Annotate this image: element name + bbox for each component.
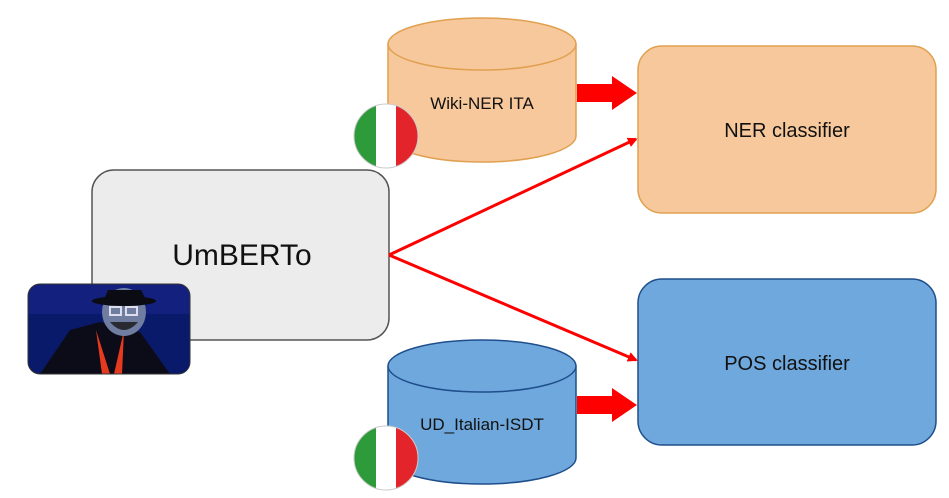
classifier-box bbox=[637, 45, 937, 214]
classifier-node-ner: NER classifier bbox=[637, 45, 937, 214]
classifier-label: POS classifier bbox=[724, 353, 850, 375]
classifier-node-pos: POS classifier bbox=[637, 278, 937, 446]
arrow-model-to-ner bbox=[388, 137, 638, 257]
arrow-model-to-pos bbox=[388, 253, 638, 362]
classifier-box bbox=[637, 278, 937, 446]
block-arrow-pos-data bbox=[577, 388, 637, 422]
italy-flag-icon bbox=[353, 425, 419, 491]
cylinder-top bbox=[387, 339, 577, 393]
dataset-cylinder-pos: UD_Italian-ISDT bbox=[387, 339, 577, 485]
dataset-label: UD_Italian-ISDT bbox=[420, 415, 544, 434]
dataset-label: Wiki-NER ITA bbox=[430, 94, 534, 113]
dataset-cylinder-ner: Wiki-NER ITA bbox=[387, 17, 577, 163]
cylinder-top bbox=[387, 17, 577, 71]
portrait-image bbox=[28, 284, 190, 374]
classifier-label: NER classifier bbox=[724, 120, 850, 142]
block-arrow-ner-data bbox=[577, 76, 637, 110]
italy-flag-icon bbox=[353, 103, 419, 169]
model-label: UmBERTo bbox=[172, 239, 311, 272]
